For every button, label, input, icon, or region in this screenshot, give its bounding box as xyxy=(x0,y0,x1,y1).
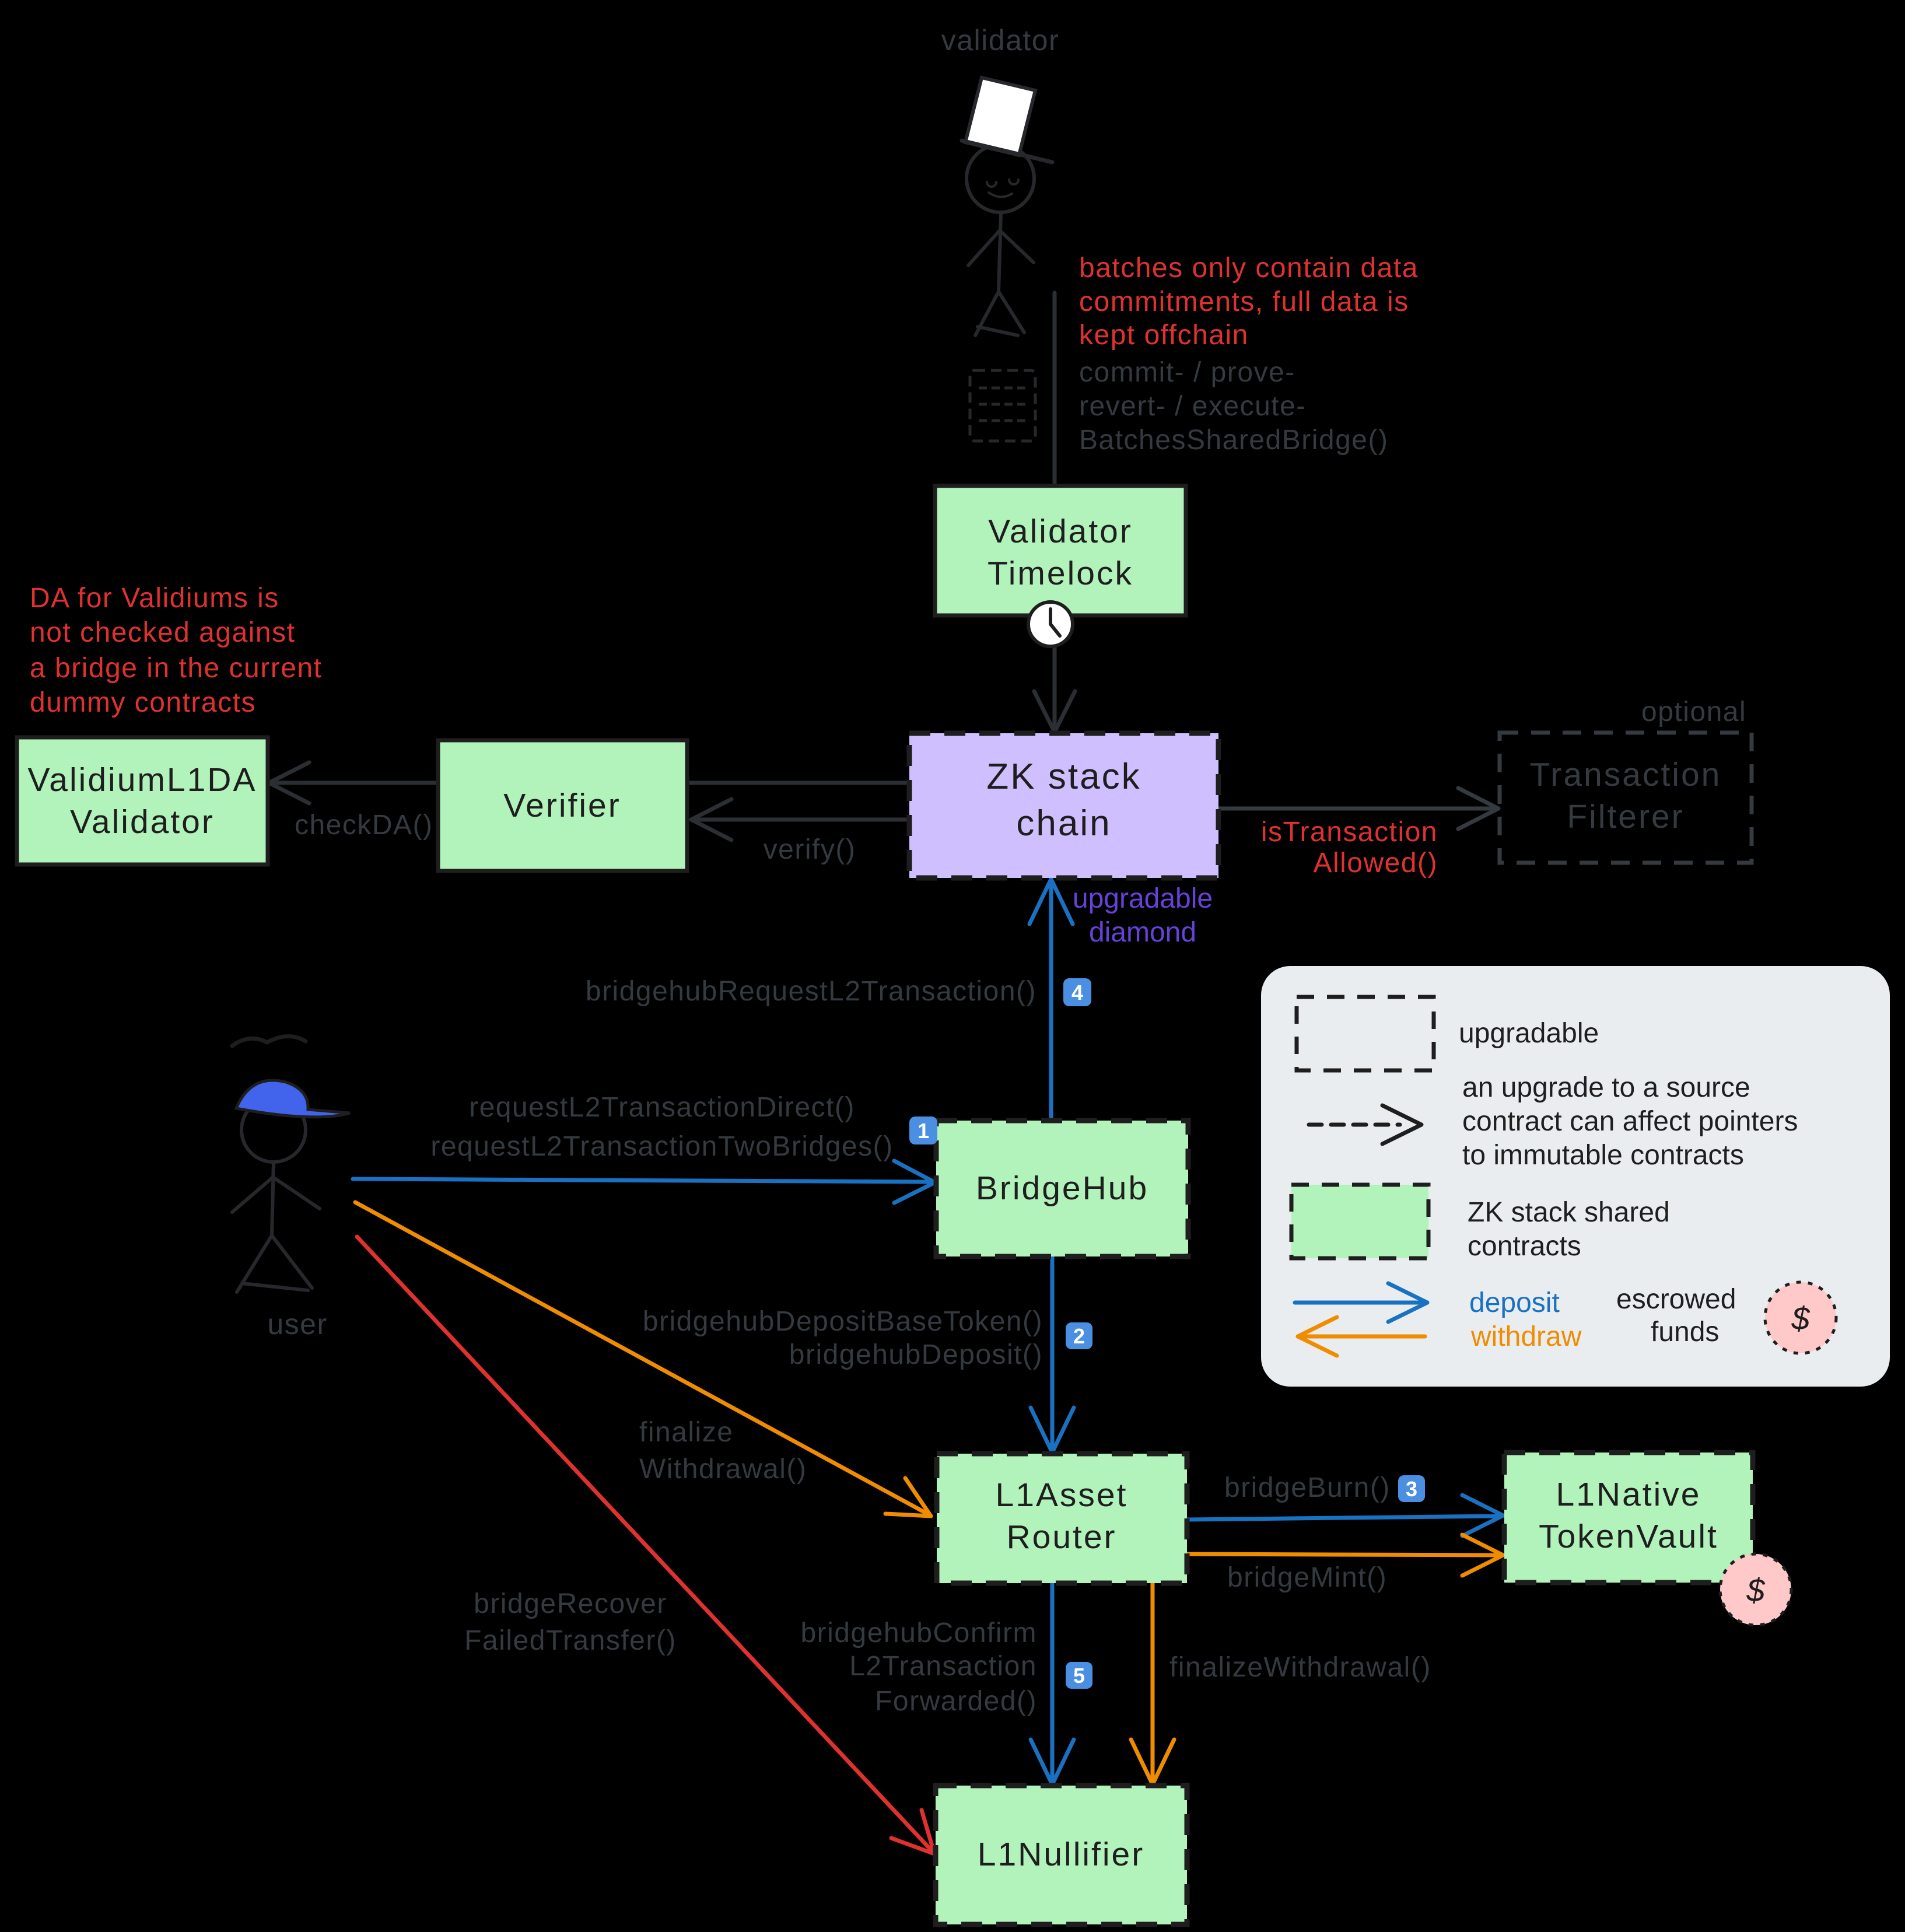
svg-text:L2Transaction: L2Transaction xyxy=(849,1651,1037,1682)
svg-text:dummy contracts: dummy contracts xyxy=(30,687,256,718)
svg-text:Forwarded(): Forwarded() xyxy=(875,1686,1037,1717)
svg-text:finalizeWithdrawal(): finalizeWithdrawal() xyxy=(1169,1652,1431,1683)
svg-text:deposit: deposit xyxy=(1469,1287,1560,1318)
svg-text:Verifier: Verifier xyxy=(503,787,621,824)
svg-text:bridgehubConfirm: bridgehubConfirm xyxy=(800,1618,1037,1648)
svg-text:BatchesSharedBridge(): BatchesSharedBridge() xyxy=(1079,425,1388,456)
svg-text:Allowed(): Allowed() xyxy=(1313,848,1438,878)
svg-text:ZK stack shared: ZK stack shared xyxy=(1468,1197,1670,1228)
svg-text:verify(): verify() xyxy=(764,834,856,865)
svg-text:L1Asset: L1Asset xyxy=(996,1476,1128,1514)
svg-text:Validator: Validator xyxy=(70,803,215,841)
svg-text:contracts: contracts xyxy=(1468,1231,1581,1262)
svg-text:kept offchain: kept offchain xyxy=(1079,320,1249,351)
svg-text:Router: Router xyxy=(1006,1518,1116,1556)
svg-text:$: $ xyxy=(1746,1572,1765,1608)
svg-text:isTransaction: isTransaction xyxy=(1261,817,1438,848)
svg-text:ValidiumL1DA: ValidiumL1DA xyxy=(28,761,257,799)
svg-text:3: 3 xyxy=(1406,1477,1417,1501)
svg-text:diamond: diamond xyxy=(1089,917,1196,948)
svg-text:a bridge in the current: a bridge in the current xyxy=(30,653,322,684)
svg-text:BridgeHub: BridgeHub xyxy=(976,1170,1148,1207)
svg-text:escrowed: escrowed xyxy=(1616,1284,1736,1315)
svg-text:1: 1 xyxy=(918,1119,929,1143)
svg-text:bridgeBurn(): bridgeBurn() xyxy=(1224,1472,1391,1503)
svg-text:bridgehubDeposit(): bridgehubDeposit() xyxy=(789,1339,1043,1370)
svg-text:chain: chain xyxy=(1016,803,1111,844)
svg-text:ZK stack: ZK stack xyxy=(986,757,1141,797)
svg-text:revert- / execute-: revert- / execute- xyxy=(1079,391,1307,422)
svg-text:Transaction: Transaction xyxy=(1530,756,1722,793)
svg-text:Validator: Validator xyxy=(988,513,1133,550)
svg-text:TokenVault: TokenVault xyxy=(1539,1518,1718,1555)
svg-text:Filterer: Filterer xyxy=(1567,798,1684,835)
svg-text:an upgrade to a source: an upgrade to a source xyxy=(1462,1072,1750,1103)
svg-text:L1Nullifier: L1Nullifier xyxy=(978,1836,1144,1873)
svg-text:FailedTransfer(): FailedTransfer() xyxy=(464,1625,677,1656)
svg-text:bridgehubDepositBaseToken(): bridgehubDepositBaseToken() xyxy=(643,1306,1043,1337)
svg-text:$: $ xyxy=(1791,1300,1810,1336)
svg-text:4: 4 xyxy=(1071,981,1083,1005)
svg-text:contract can affect pointers: contract can affect pointers xyxy=(1462,1106,1798,1137)
svg-text:bridgeMint(): bridgeMint() xyxy=(1227,1562,1387,1593)
svg-text:user: user xyxy=(267,1308,327,1340)
svg-text:funds: funds xyxy=(1651,1317,1719,1348)
svg-text:requestL2TransactionTwoBridges: requestL2TransactionTwoBridges() xyxy=(430,1131,893,1162)
svg-text:bridgeRecover: bridgeRecover xyxy=(474,1588,667,1619)
svg-text:checkDA(): checkDA() xyxy=(295,810,433,841)
svg-text:Withdrawal(): Withdrawal() xyxy=(639,1454,807,1485)
svg-text:commitments, full data is: commitments, full data is xyxy=(1079,286,1409,317)
svg-text:not checked against: not checked against xyxy=(30,617,295,648)
svg-text:finalize: finalize xyxy=(639,1417,733,1448)
svg-text:5: 5 xyxy=(1073,1664,1085,1688)
svg-text:DA for Validiums is: DA for Validiums is xyxy=(30,583,279,614)
svg-text:commit- / prove-: commit- / prove- xyxy=(1079,357,1295,388)
svg-text:to immutable contracts: to immutable contracts xyxy=(1462,1140,1744,1171)
svg-text:upgradable: upgradable xyxy=(1073,883,1213,914)
svg-text:requestL2TransactionDirect(): requestL2TransactionDirect() xyxy=(469,1092,855,1123)
svg-text:batches only contain data: batches only contain data xyxy=(1079,253,1419,284)
svg-text:Timelock: Timelock xyxy=(987,555,1133,592)
svg-text:validator: validator xyxy=(941,24,1060,57)
svg-text:2: 2 xyxy=(1073,1324,1085,1348)
svg-text:withdraw: withdraw xyxy=(1470,1321,1582,1352)
svg-text:optional: optional xyxy=(1641,696,1746,727)
svg-text:bridgehubRequestL2Transaction(: bridgehubRequestL2Transaction() xyxy=(586,976,1036,1007)
svg-text:upgradable: upgradable xyxy=(1459,1018,1599,1049)
svg-text:L1Native: L1Native xyxy=(1556,1476,1701,1513)
